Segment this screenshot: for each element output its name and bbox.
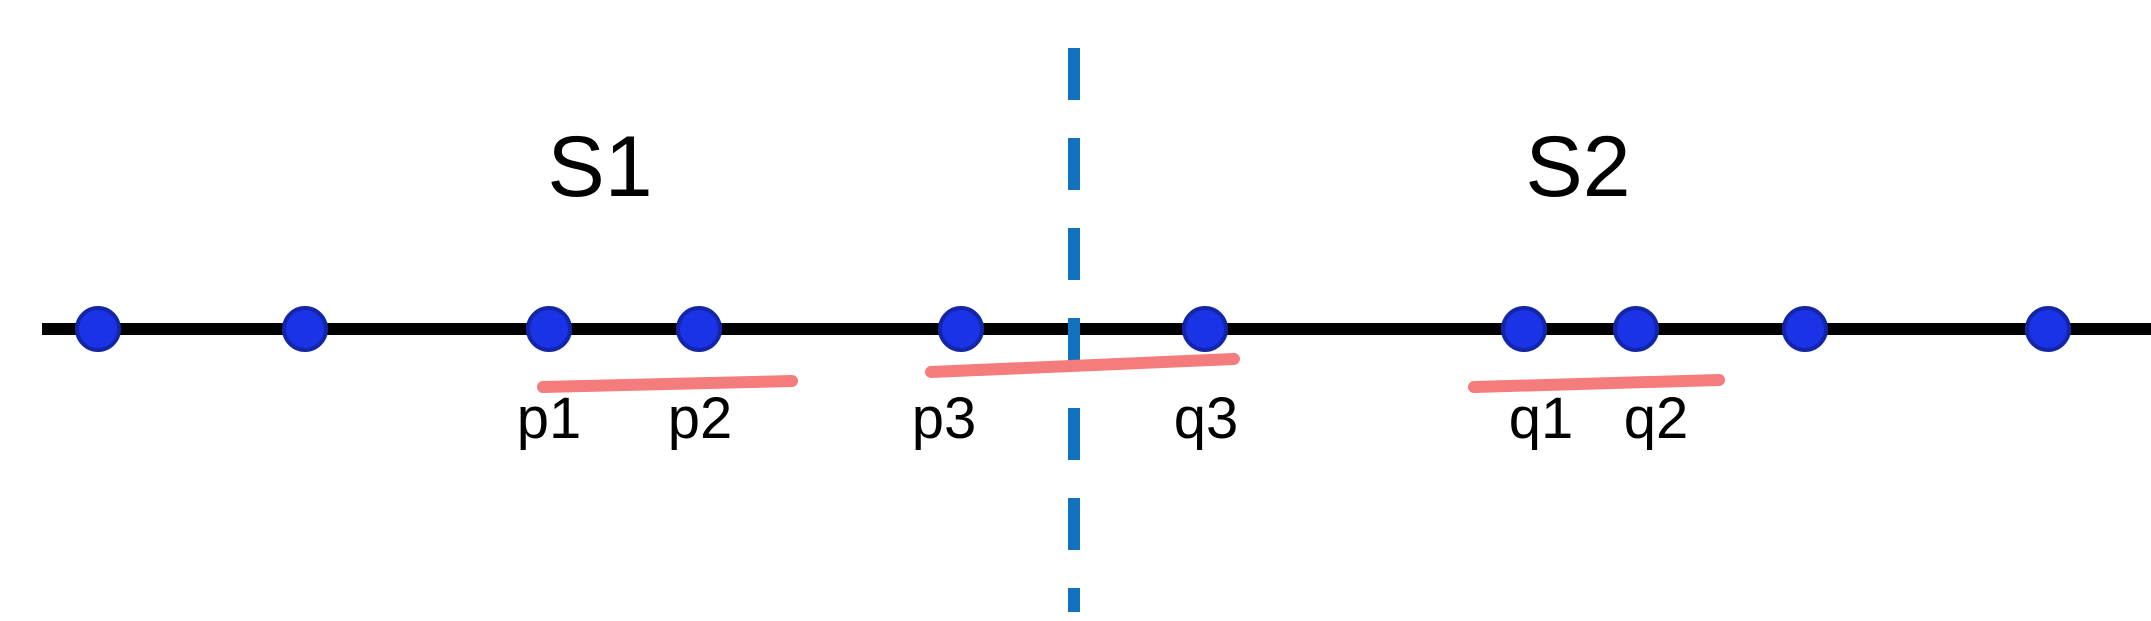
- point-label-p2: p2: [668, 386, 733, 451]
- point-label-q1: q1: [1509, 386, 1574, 451]
- point-label-p3: p3: [912, 386, 977, 451]
- point-q1: [1501, 306, 1547, 352]
- pair-link-p3-q3: [925, 353, 1240, 378]
- set-label-s1: S1: [547, 119, 652, 215]
- point: [75, 306, 121, 352]
- point: [282, 306, 328, 352]
- set-label-s2: S2: [1525, 119, 1630, 215]
- point-label-q3: q3: [1174, 386, 1239, 451]
- point-q3: [1182, 306, 1228, 352]
- point-p1: [526, 306, 572, 352]
- point-p3: [938, 306, 984, 352]
- point: [2025, 306, 2071, 352]
- pair-link-p1-p2: [537, 375, 798, 393]
- pair-link-q1-q2: [1468, 374, 1725, 393]
- point-q2: [1613, 306, 1659, 352]
- point-p2: [676, 306, 722, 352]
- point-set: [75, 306, 2071, 352]
- point-label-p1: p1: [517, 386, 582, 451]
- point-label-q2: q2: [1624, 386, 1689, 451]
- point: [1782, 306, 1828, 352]
